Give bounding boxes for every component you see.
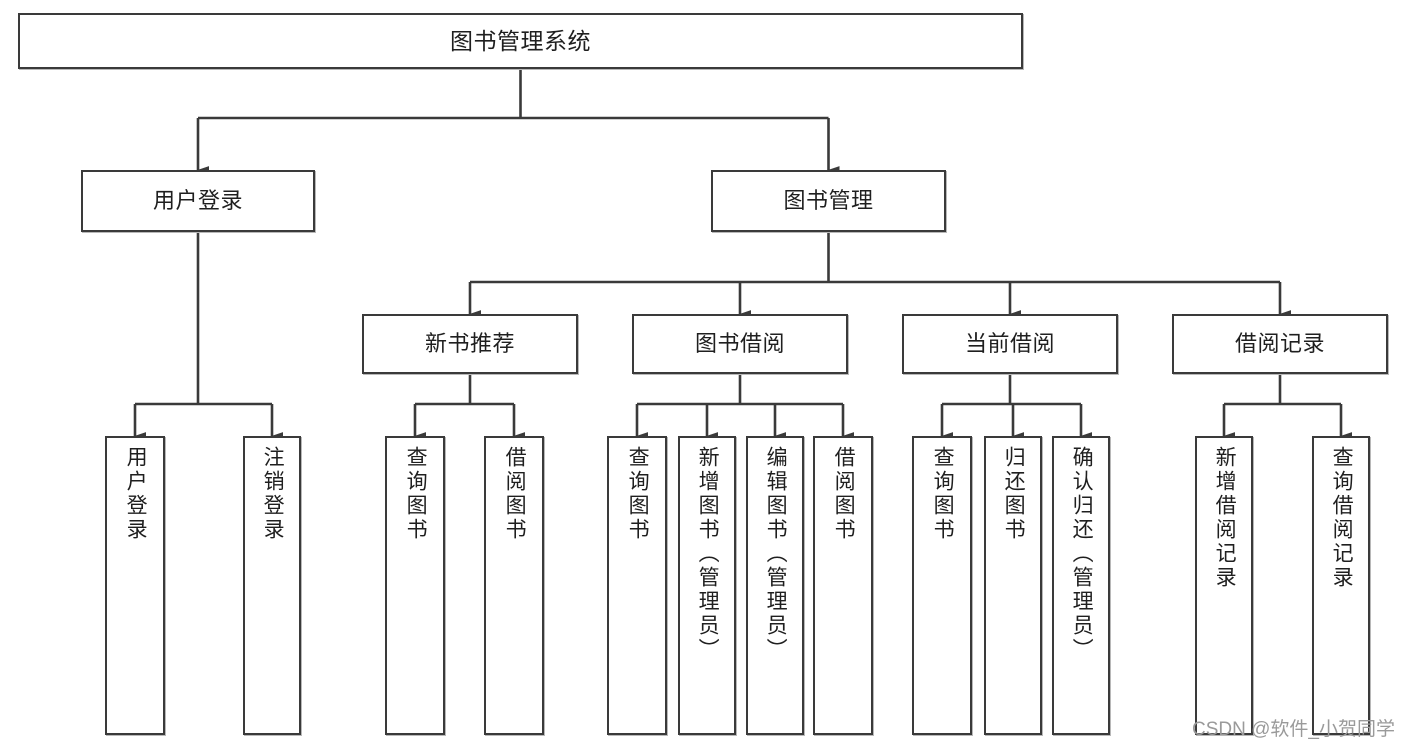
node-label: 当前借阅: [964, 331, 1055, 357]
node-label: 查询借阅记录: [1330, 446, 1354, 590]
node-label: 新书推荐: [424, 331, 515, 357]
node-label: 确认归还（管理员）: [1070, 446, 1094, 662]
node-leaf-bk-edit[interactable]: 编辑图书（管理员）: [746, 436, 804, 735]
node-leaf-cur-query[interactable]: 查询图书: [912, 436, 972, 735]
node-bookmgmt[interactable]: 图书管理: [711, 170, 946, 232]
node-label: 查询图书: [931, 446, 955, 542]
node-leaf-user-logout[interactable]: 注销登录: [243, 436, 301, 735]
node-leaf-rec-add[interactable]: 新增借阅记录: [1195, 436, 1253, 735]
node-leaf-nb-query[interactable]: 查询图书: [385, 436, 445, 735]
node-leaf-user-login[interactable]: 用户登录: [105, 436, 165, 735]
node-label: 图书管理系统: [450, 27, 591, 54]
node-label: 查询图书: [626, 446, 650, 542]
node-leaf-bk-borrow[interactable]: 借阅图书: [813, 436, 873, 735]
node-label: 借阅图书: [832, 446, 856, 542]
node-label: 新增图书（管理员）: [696, 446, 720, 662]
node-newbook[interactable]: 新书推荐: [362, 314, 578, 374]
node-label: 借阅图书: [503, 446, 527, 542]
node-label: 编辑图书（管理员）: [764, 446, 788, 662]
node-login[interactable]: 用户登录: [81, 170, 315, 232]
node-label: 图书借阅: [694, 331, 785, 357]
node-leaf-nb-borrow[interactable]: 借阅图书: [484, 436, 544, 735]
node-label: 用户登录: [124, 446, 148, 542]
node-leaf-bk-add[interactable]: 新增图书（管理员）: [678, 436, 736, 735]
node-label: 用户登录: [152, 188, 243, 214]
node-records[interactable]: 借阅记录: [1172, 314, 1388, 374]
node-label: 注销登录: [261, 446, 285, 542]
node-leaf-cur-return[interactable]: 归还图书: [984, 436, 1042, 735]
node-label: 归还图书: [1002, 446, 1026, 542]
watermark-text: CSDN @软件_小贺同学: [1192, 719, 1395, 740]
node-current[interactable]: 当前借阅: [902, 314, 1118, 374]
node-root[interactable]: 图书管理系统: [18, 13, 1023, 69]
node-label: 新增借阅记录: [1213, 446, 1237, 590]
node-label: 借阅记录: [1234, 331, 1325, 357]
node-leaf-rec-query[interactable]: 查询借阅记录: [1312, 436, 1370, 735]
node-leaf-bk-query[interactable]: 查询图书: [607, 436, 667, 735]
node-label: 图书管理: [783, 188, 874, 214]
node-leaf-cur-confirm[interactable]: 确认归还（管理员）: [1052, 436, 1110, 735]
node-label: 查询图书: [404, 446, 428, 542]
node-borrow[interactable]: 图书借阅: [632, 314, 848, 374]
